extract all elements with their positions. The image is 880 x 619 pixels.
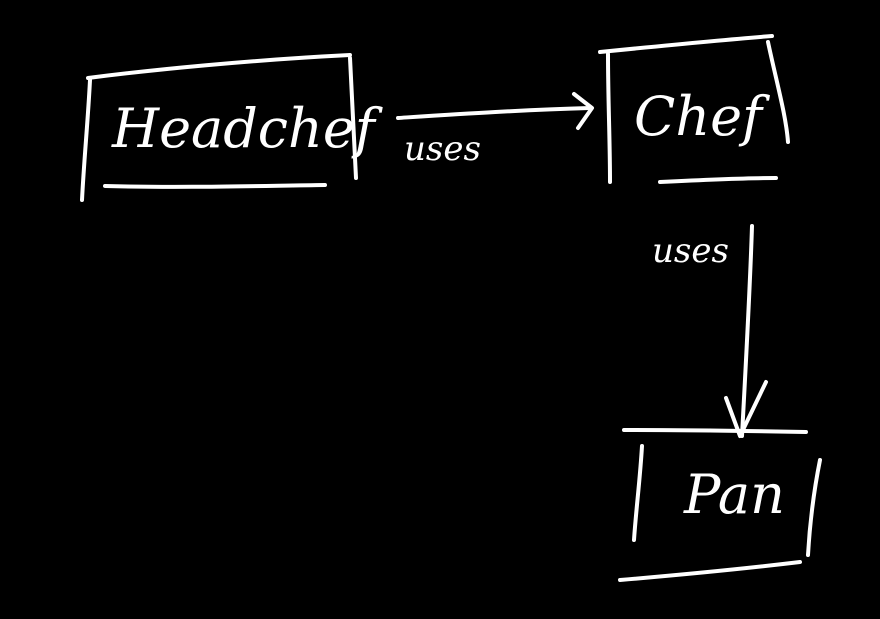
node-label-chef: Chef: [634, 85, 763, 148]
edge-label-chef-pan: uses: [652, 231, 729, 271]
edge-arrow-chef-pan: [724, 224, 768, 438]
node-label-headchef: Headchef: [112, 97, 375, 160]
node-box-chef: [598, 34, 790, 184]
node-box-headchef: [80, 53, 358, 202]
edge-arrow-headchef-chef: [396, 92, 594, 130]
node-box-pan: [618, 428, 822, 582]
edge-label-headchef-chef: uses: [404, 129, 481, 169]
node-label-pan: Pan: [684, 463, 785, 526]
